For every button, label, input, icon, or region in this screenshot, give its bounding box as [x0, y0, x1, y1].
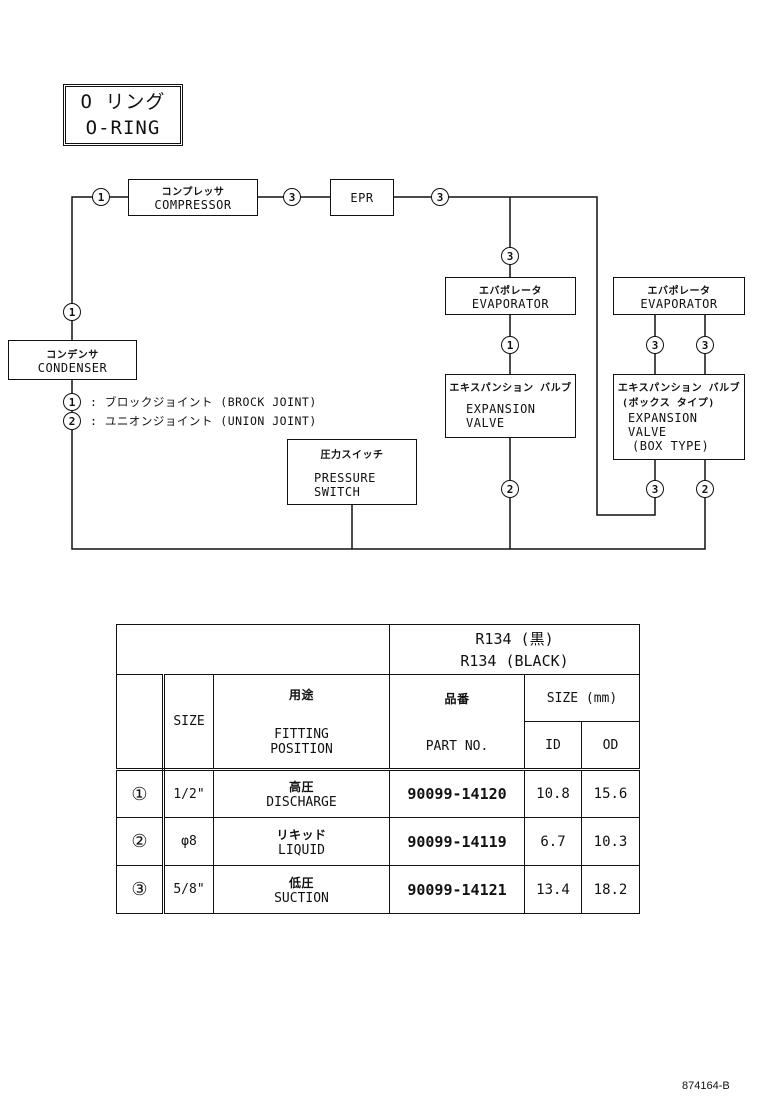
- pressure-switch-label-en2: SWITCH: [314, 485, 361, 499]
- evaporator-rear-label-en: EVAPORATOR: [640, 296, 718, 311]
- evaporator-front-box: エバポレータ EVAPORATOR: [445, 277, 576, 315]
- row-id: 6.7: [524, 817, 582, 866]
- expansion-valve-front-label-jp: エキスパンション バルブ: [449, 383, 572, 394]
- expansion-valve-box-label-jp2: (ボックス タイプ): [622, 398, 715, 409]
- header-fitting-en2: POSITION: [270, 742, 333, 757]
- legend-marker-2: 2: [63, 412, 81, 430]
- header-part-jp: 品番: [444, 691, 470, 706]
- compressor-box: コンプレッサ COMPRESSOR: [128, 179, 258, 216]
- row-od: 10.3: [581, 817, 640, 866]
- expansion-valve-front-box: エキスパンション バルブ EXPANSION VALVE: [445, 374, 576, 438]
- header-fitting-jp: 用途: [288, 688, 314, 702]
- row-size: 5/8": [163, 865, 214, 914]
- legend-marker-1: 1: [63, 393, 81, 411]
- line-epr-rear-valve: [394, 196, 656, 516]
- pressure-switch-label-jp: 圧力スイッチ: [320, 450, 384, 461]
- row-size: 1/2": [163, 769, 214, 818]
- header-od: OD: [581, 721, 640, 771]
- expansion-valve-box-label-en2: VALVE: [628, 425, 667, 439]
- header-size-mm: SIZE (mm): [524, 674, 640, 722]
- header-part-no: 品番 PART NO.: [389, 674, 525, 771]
- joint-marker-condenser-top: 1: [63, 303, 81, 321]
- row-fitting: 低圧 SUCTION: [213, 865, 390, 914]
- legend-block-joint: : ブロックジョイント (BROCK JOINT): [90, 395, 317, 409]
- row-fitting-en: SUCTION: [274, 890, 329, 906]
- joint-marker-valve-box-left: 3: [646, 480, 664, 498]
- evaporator-rear-box: エバポレータ EVAPORATOR: [613, 277, 745, 315]
- row-num: ②: [116, 817, 165, 866]
- epr-box: EPR: [330, 179, 394, 216]
- row-fitting-en: DISCHARGE: [266, 795, 337, 810]
- epr-label: EPR: [350, 190, 374, 205]
- header-part-en: PART NO.: [425, 738, 489, 754]
- refrigerant-en: R134 (BLACK): [460, 651, 569, 670]
- pressure-switch-label-en1: PRESSURE: [314, 471, 376, 485]
- title-jp: O リング: [80, 91, 166, 113]
- row-fitting-jp: 低圧: [288, 875, 314, 890]
- table-corner-empty: [116, 624, 390, 675]
- row-num: ③: [116, 865, 165, 914]
- expansion-valve-box-type-box: エキスパンション バルブ (ボックス タイプ) EXPANSION VALVE …: [613, 374, 745, 460]
- expansion-valve-box-label-en3: (BOX TYPE): [632, 439, 710, 453]
- joint-marker-evap-front-in: 3: [501, 247, 519, 265]
- figure-id: 874164-B: [682, 1080, 730, 1092]
- joint-marker-compressor-out: 3: [283, 188, 301, 206]
- row-id: 10.8: [524, 769, 582, 818]
- expansion-valve-front-label-en1: EXPANSION: [466, 402, 536, 416]
- joint-marker-valve-box-right: 2: [696, 480, 714, 498]
- evaporator-rear-label-jp: エバポレータ: [647, 285, 711, 297]
- row-id: 13.4: [524, 865, 582, 914]
- expansion-valve-box-label-en1: EXPANSION: [628, 411, 698, 425]
- line-condenser-compressor: [71, 196, 128, 340]
- expansion-valve-box-label-jp1: エキスパンション バルブ: [617, 383, 741, 394]
- o-ring-spec-table: R134 (黒) R134 (BLACK) SIZE 用途 FITTING PO…: [116, 624, 640, 914]
- condenser-box: コンデンサ CONDENSER: [8, 340, 137, 380]
- line-bottom-loop: [71, 380, 706, 550]
- row-fitting: 高圧 DISCHARGE: [213, 769, 390, 818]
- legend-union-joint: : ユニオンジョイント (UNION JOINT): [90, 414, 317, 428]
- row-fitting-en: LIQUID: [278, 842, 325, 858]
- row-part-no: 90099-14121: [389, 865, 525, 914]
- table-row: ① 1/2" 高圧 DISCHARGE 90099-14120 10.8 15.…: [116, 769, 640, 818]
- o-ring-title: O リング O-RING: [63, 84, 183, 146]
- compressor-label-en: COMPRESSOR: [154, 198, 232, 212]
- header-size: SIZE: [163, 674, 214, 771]
- pressure-switch-box: 圧力スイッチ PRESSURE SWITCH: [287, 439, 417, 505]
- header-fitting-en1: FITTING: [274, 727, 329, 742]
- refrigerant-header: R134 (黒) R134 (BLACK): [389, 624, 640, 675]
- joint-marker-evap-front-valve: 1: [501, 336, 519, 354]
- condenser-label-en: CONDENSER: [37, 360, 108, 375]
- title-en: O-RING: [85, 117, 161, 139]
- evaporator-front-label-jp: エバポレータ: [479, 285, 542, 297]
- header-id: ID: [524, 721, 582, 771]
- expansion-valve-front-label-en2: VALVE: [466, 416, 505, 430]
- condenser-label-jp: コンデンサ: [46, 349, 99, 361]
- header-num-empty: [116, 674, 165, 771]
- row-fitting: リキッド LIQUID: [213, 817, 390, 866]
- row-size: φ8: [163, 817, 214, 866]
- joint-marker-epr-out: 3: [431, 188, 449, 206]
- refrigerant-jp: R134 (黒): [475, 629, 554, 648]
- row-fitting-jp: リキッド: [276, 827, 327, 842]
- row-num: ①: [116, 769, 165, 818]
- joint-marker-evap-rear-right: 3: [696, 336, 714, 354]
- joint-marker-compressor-in: 1: [92, 188, 110, 206]
- row-od: 15.6: [581, 769, 640, 818]
- row-fitting-jp: 高圧: [288, 780, 314, 794]
- header-fitting-position: 用途 FITTING POSITION: [213, 674, 390, 771]
- row-part-no: 90099-14119: [389, 817, 525, 866]
- table-row: ② φ8 リキッド LIQUID 90099-14119 6.7 10.3: [116, 817, 640, 866]
- row-od: 18.2: [581, 865, 640, 914]
- joint-marker-evap-rear-left: 3: [646, 336, 664, 354]
- compressor-label-jp: コンプレッサ: [161, 187, 225, 198]
- evaporator-front-label-en: EVAPORATOR: [471, 296, 550, 311]
- row-part-no: 90099-14120: [389, 769, 525, 818]
- table-row: ③ 5/8" 低圧 SUCTION 90099-14121 13.4 18.2: [116, 865, 640, 914]
- joint-marker-valve-front-out: 2: [501, 480, 519, 498]
